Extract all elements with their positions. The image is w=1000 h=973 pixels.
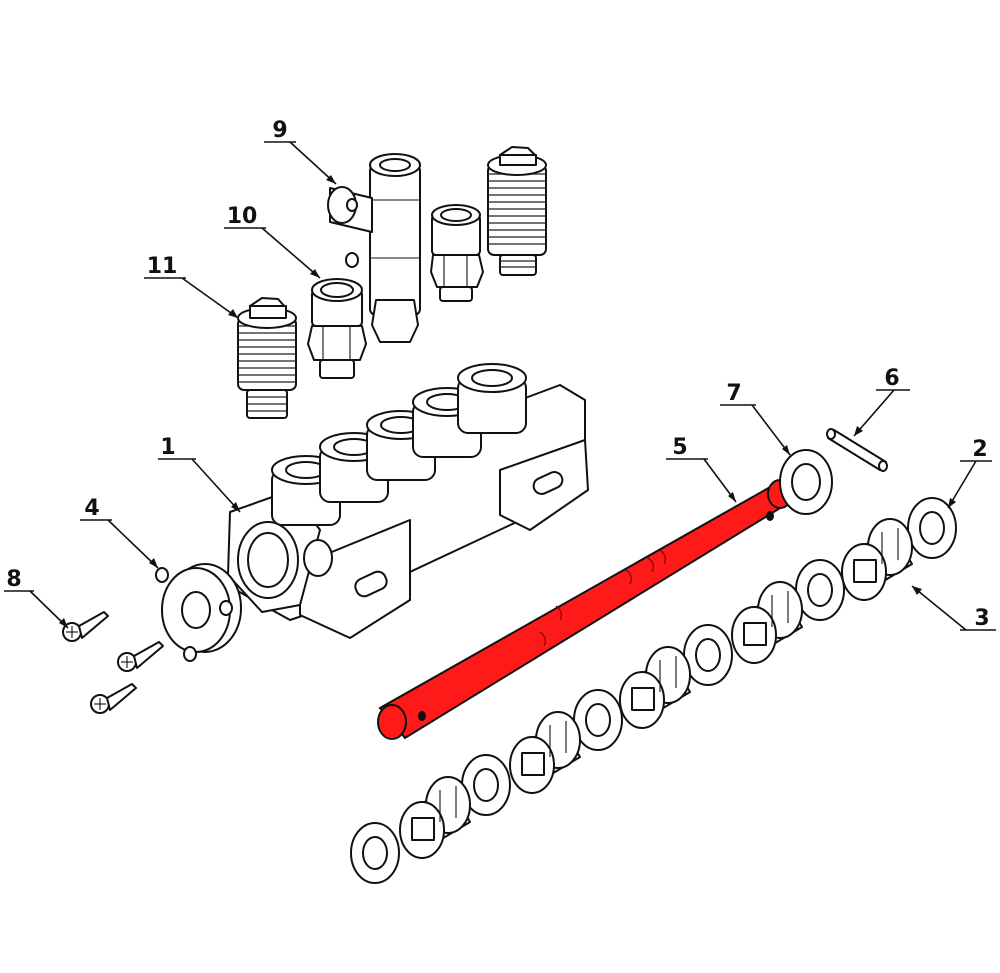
callout-9: 9 bbox=[272, 118, 287, 143]
callout-labels: 1 2 3 4 5 6 7 8 9 10 11 bbox=[6, 118, 989, 631]
shaft-flange[interactable] bbox=[155, 563, 242, 662]
manifold-body[interactable] bbox=[227, 363, 589, 639]
cage-washer-chain[interactable] bbox=[350, 518, 913, 884]
dowel-pin[interactable] bbox=[826, 428, 888, 472]
silencer-right[interactable] bbox=[487, 146, 547, 276]
screw-3[interactable] bbox=[90, 683, 137, 714]
callout-5: 5 bbox=[672, 435, 687, 460]
shaft-washer[interactable] bbox=[779, 449, 833, 515]
callout-8: 8 bbox=[6, 567, 21, 592]
tee-fitting[interactable] bbox=[327, 153, 421, 343]
push-fitting-right[interactable] bbox=[430, 204, 484, 302]
callout-10: 10 bbox=[227, 204, 258, 229]
callout-2: 2 bbox=[972, 437, 987, 462]
silencer-left[interactable] bbox=[237, 297, 297, 419]
leader-lines bbox=[4, 141, 996, 631]
screw-2[interactable] bbox=[117, 641, 164, 672]
end-washer[interactable] bbox=[907, 497, 957, 559]
push-fitting-left[interactable] bbox=[307, 278, 367, 379]
callout-11: 11 bbox=[147, 254, 178, 279]
callout-7: 7 bbox=[726, 381, 741, 406]
callout-6: 6 bbox=[884, 366, 899, 391]
screw-1[interactable] bbox=[62, 611, 109, 642]
callout-4: 4 bbox=[84, 496, 99, 521]
callout-3: 3 bbox=[974, 606, 989, 631]
callout-1: 1 bbox=[160, 435, 175, 460]
